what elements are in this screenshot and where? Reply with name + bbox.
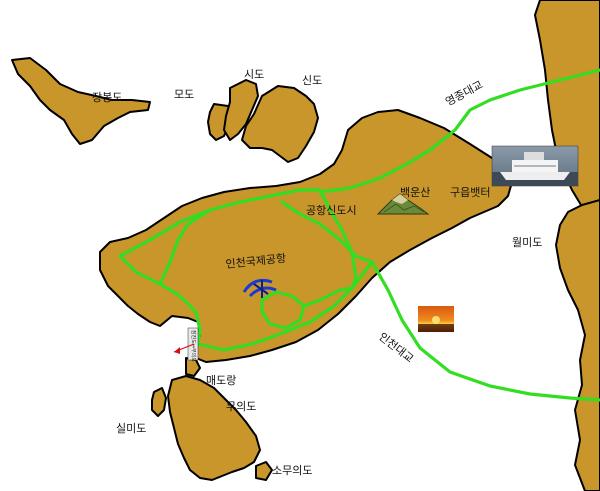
label-modo: 모도 <box>174 88 194 101</box>
label-maedo-port: 매도랑 <box>206 374 236 387</box>
island-sindo <box>241 85 319 163</box>
island-muuido <box>167 375 261 481</box>
road-airport-west <box>158 208 212 286</box>
island-silmido <box>151 387 167 417</box>
label-silmido: 실미도 <box>116 422 146 435</box>
label-airport-city: 공항신도시 <box>306 204 357 217</box>
road-airport-city <box>318 188 358 290</box>
road-west-coast <box>118 254 202 346</box>
ferry-route-banner: 잠진도↔무의도 <box>187 327 199 362</box>
road-central <box>280 200 374 264</box>
banner-text: 잠진도↔무의도 <box>190 330 197 362</box>
road-north-coast <box>118 188 322 258</box>
island-somuuido <box>255 461 273 481</box>
mountain-icon <box>376 193 430 215</box>
road-south-coast <box>196 260 374 352</box>
road-network <box>118 68 600 402</box>
road-incheon-bridge <box>370 260 600 402</box>
island-sido <box>223 79 259 141</box>
sunset-photo-icon <box>418 306 454 332</box>
label-somuuido: 소무의도 <box>272 464 312 477</box>
label-incheon-airport: 인천국제공항 <box>225 251 287 271</box>
label-sindo: 신도 <box>302 74 322 87</box>
label-gueupbaetteo: 구읍뱃터 <box>450 186 490 199</box>
label-wolmido: 월미도 <box>512 236 542 249</box>
airplane-icon <box>242 278 277 298</box>
road-airport-loop <box>260 290 306 330</box>
island-jangbongdo <box>11 57 151 145</box>
mainland-incheon <box>555 199 600 491</box>
label-jangbongdo: 장봉도 <box>92 91 122 104</box>
road-yeongjong-bridge <box>318 68 600 194</box>
red-arrow-icon <box>173 343 195 354</box>
label-baegunsan: 백운산 <box>400 186 430 199</box>
label-muuido: 무의도 <box>226 400 256 413</box>
label-sido: 시도 <box>244 68 264 81</box>
road-airport-link <box>302 286 354 308</box>
ferry-photo-icon <box>491 145 579 187</box>
